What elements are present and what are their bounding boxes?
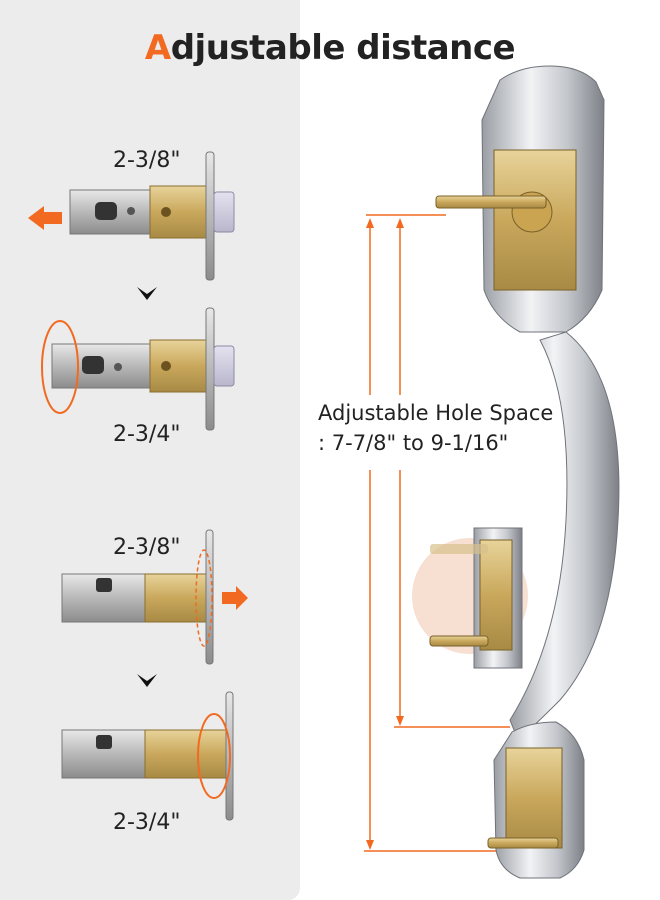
zoom-inset (412, 527, 528, 669)
chevron-down-icon (137, 674, 157, 687)
dashed-highlight (195, 549, 213, 647)
highlight-circle (41, 320, 79, 414)
door-handle (435, 65, 620, 879)
arrow-right-icon (222, 586, 248, 610)
page-title: Adjustable distance (0, 28, 660, 68)
latch-top-extended (69, 151, 235, 281)
arrow-left-icon (28, 206, 62, 230)
latch1-top-size-label: 2-3/8" (113, 148, 181, 173)
hole-space-text: Adjustable Hole Space : 7-7/8" to 9-1/16… (318, 398, 553, 458)
hole-space-line1: Adjustable Hole Space (318, 401, 554, 425)
latch1-bottom-size-label: 2-3/4" (113, 422, 181, 447)
latch2-bottom-size-label: 2-3/4" (113, 810, 181, 835)
chevron-down-icon (137, 287, 157, 300)
dimension-lines (364, 214, 510, 852)
title-accent-letter: A (144, 28, 171, 68)
title-rest: djustable distance (170, 28, 516, 68)
latch-bottom-short (61, 529, 214, 665)
latch-top-retracted (51, 307, 235, 431)
latch-bottom-long (61, 691, 234, 821)
hole-space-line2: : 7-7/8" to 9-1/16" (318, 431, 509, 455)
highlight-circle (197, 713, 231, 799)
latch2-top-size-label: 2-3/8" (113, 535, 181, 560)
